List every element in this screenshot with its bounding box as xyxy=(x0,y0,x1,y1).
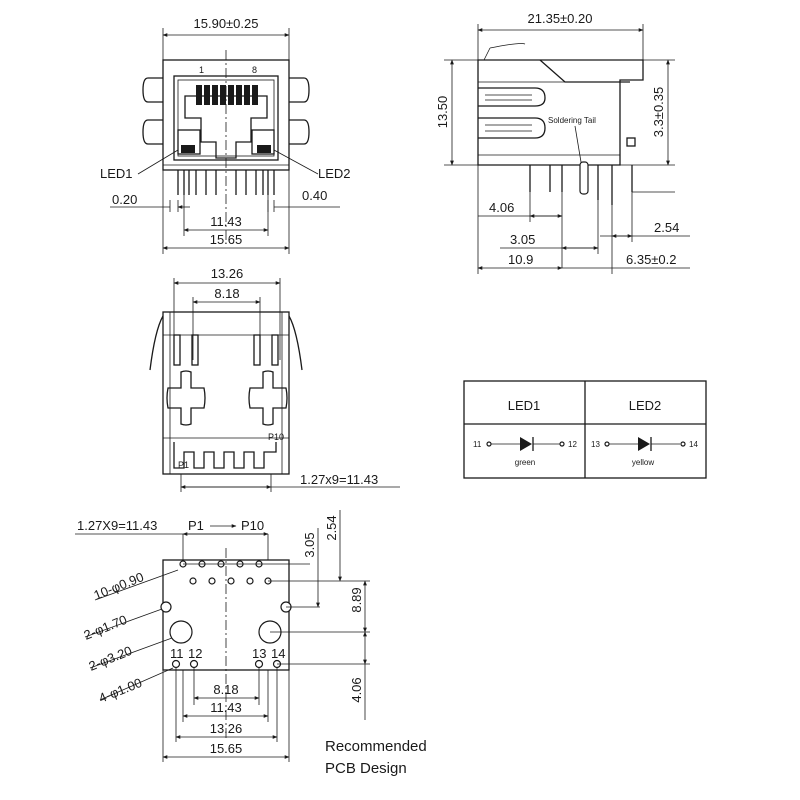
front-pin-8: 8 xyxy=(252,65,257,75)
led2-diode-symbol xyxy=(604,437,686,451)
front-pin-1: 1 xyxy=(199,65,204,75)
pcb-pin-12: 12 xyxy=(188,646,202,661)
front-dim-040: 0.40 xyxy=(302,188,327,203)
pcb-dim-889: 8.89 xyxy=(349,587,364,612)
pcb-dim-305: 3.05 xyxy=(302,532,317,557)
side-dim-406: 4.06 xyxy=(489,200,514,215)
led1-pin-a: 11 xyxy=(473,440,482,449)
led1-diode-symbol xyxy=(486,437,565,451)
bottom-p10: P10 xyxy=(268,432,284,442)
pcb-dim-1565: 15.65 xyxy=(210,741,243,756)
side-right-dim: 3.3±0.35 xyxy=(651,87,666,138)
pcb-layout: 1.27X9=11.43 P1 P10 xyxy=(75,510,427,777)
pcb-dim-1143: 11.43 xyxy=(210,700,242,715)
led-table: LED1 LED2 11 12 green 13 14 yellow xyxy=(463,380,707,479)
front-dim-1565: 15.65 xyxy=(210,232,243,247)
led1-color: green xyxy=(515,458,535,467)
front-top-width: 15.90±0.25 xyxy=(194,16,259,31)
pcb-p1: P1 xyxy=(188,518,204,533)
rj45-contacts xyxy=(196,85,258,105)
pcb-pin-14: 14 xyxy=(271,646,285,661)
side-dim-635: 6.35±0.2 xyxy=(626,252,677,267)
front-led2-label: LED2 xyxy=(318,166,351,181)
side-dim-305: 3.05 xyxy=(510,232,535,247)
pcb-dim-254: 2.54 xyxy=(324,515,339,540)
front-dim-020: 0.20 xyxy=(112,192,137,207)
side-dim-109: 10.9 xyxy=(508,252,533,267)
pcb-hole-090: 10-φ0.90 xyxy=(92,569,146,603)
side-soldering-tail: Soldering Tail xyxy=(548,116,596,125)
led2-color: yellow xyxy=(632,458,654,467)
pcb-dim-406: 4.06 xyxy=(349,677,364,702)
side-leads xyxy=(529,161,633,205)
led2-pin-b: 14 xyxy=(689,440,698,449)
pcb-hole-100: 4-φ1.00 xyxy=(97,675,145,706)
led-table-header-led2: LED2 xyxy=(629,398,662,413)
pcb-pin-13: 13 xyxy=(252,646,266,661)
pcb-dim-818: 8.18 xyxy=(213,682,238,697)
pcb-caption-line2: PCB Design xyxy=(325,760,407,777)
bottom-view: 13.26 8.18 P1 P10 1.27x9=11.43 xyxy=(149,266,400,492)
pcb-pitch: 1.27X9=11.43 xyxy=(77,518,157,533)
pcb-p10: P10 xyxy=(241,518,264,533)
led-table-header-led1: LED1 xyxy=(508,398,541,413)
bottom-pitch: 1.27x9=11.43 xyxy=(300,472,378,487)
bottom-dim-1326: 13.26 xyxy=(211,266,244,281)
front-led1-label: LED1 xyxy=(100,166,133,181)
pcb-dim-1326: 13.26 xyxy=(210,721,243,736)
pcb-hole-320: 2-φ3.20 xyxy=(87,643,135,674)
pcb-pin-11: 11 xyxy=(170,646,184,661)
led2-pin-a: 13 xyxy=(591,440,600,449)
pcb-pin-holes xyxy=(179,560,272,585)
led1-pin-b: 12 xyxy=(568,440,577,449)
front-view: 15.90±0.25 1 8 xyxy=(100,16,351,254)
side-dim-254: 2.54 xyxy=(654,220,679,235)
side-view: 21.35±0.20 13.50 Soldering Tail xyxy=(435,11,690,274)
side-height: 13.50 xyxy=(435,96,450,129)
front-dim-1143: 11.43 xyxy=(210,214,242,229)
pcb-caption-line1: Recommended xyxy=(325,738,427,755)
bottom-dim-818: 8.18 xyxy=(214,286,239,301)
side-top-width: 21.35±0.20 xyxy=(528,11,593,26)
bottom-p1: P1 xyxy=(178,460,189,470)
front-leads xyxy=(177,170,275,195)
pcb-hole-170: 2-φ1.70 xyxy=(82,612,130,643)
